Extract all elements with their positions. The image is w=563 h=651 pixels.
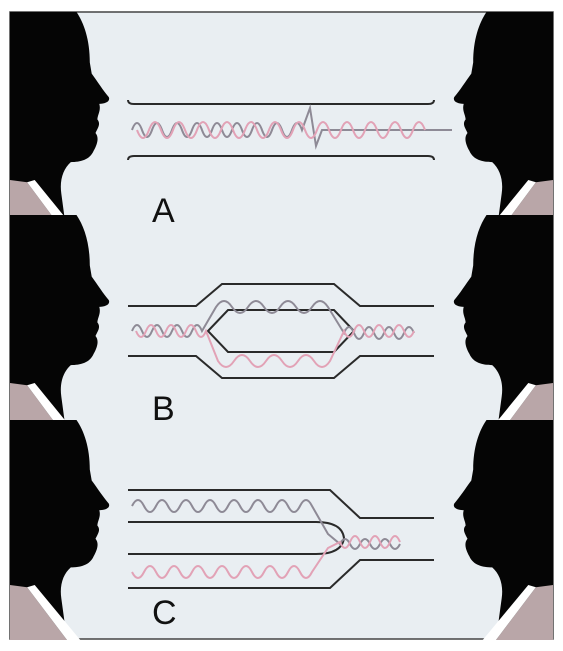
panel-label-c: C xyxy=(152,594,177,632)
panel-label-a: A xyxy=(152,192,175,230)
panel-label-b: B xyxy=(152,390,175,428)
